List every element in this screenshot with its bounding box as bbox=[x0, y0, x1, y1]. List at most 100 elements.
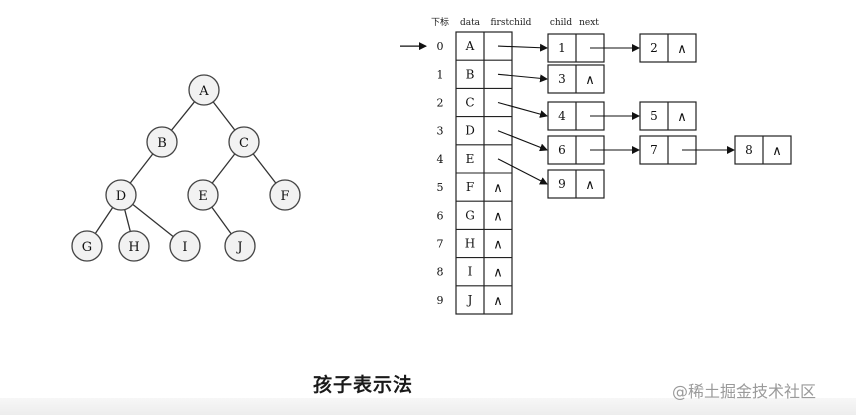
child-node: 3∧ bbox=[547, 64, 605, 94]
row-index: 6 bbox=[437, 209, 444, 222]
row-index: 5 bbox=[437, 181, 444, 194]
table-row: 6 G ∧ bbox=[437, 200, 512, 224]
child-node: 1 bbox=[547, 33, 640, 63]
child-index: 4 bbox=[558, 109, 566, 123]
tree-node-label: J bbox=[235, 240, 242, 255]
tree-node-circle bbox=[187, 179, 219, 211]
tree-node-label: H bbox=[128, 240, 139, 255]
tree-node-circle bbox=[71, 230, 103, 262]
tree-edge-D-H bbox=[124, 209, 131, 232]
header-data: data bbox=[460, 18, 481, 28]
row-index: 0 bbox=[437, 40, 444, 53]
tree-node-circle bbox=[105, 179, 137, 211]
tree-node-circle bbox=[224, 230, 256, 262]
row-data: E bbox=[466, 152, 475, 166]
table-row: 8 I ∧ bbox=[437, 257, 512, 281]
child-index: 2 bbox=[650, 41, 658, 55]
tree-node-circle bbox=[269, 179, 301, 211]
row-data: C bbox=[465, 96, 474, 110]
null-pointer: ∧ bbox=[585, 73, 595, 88]
null-pointer: ∧ bbox=[585, 178, 595, 193]
child-node: 5∧ bbox=[639, 101, 697, 131]
null-pointer: ∧ bbox=[493, 266, 503, 281]
tree-edge-D-I bbox=[132, 203, 174, 238]
row-data: G bbox=[465, 208, 475, 222]
row-data: F bbox=[466, 180, 474, 194]
child-node: 7 bbox=[639, 135, 735, 165]
child-node: 4 bbox=[547, 101, 640, 131]
tree-node-D: D bbox=[105, 179, 137, 211]
child-index: 5 bbox=[650, 109, 658, 123]
null-pointer: ∧ bbox=[493, 238, 503, 253]
firstchild-pointer bbox=[497, 101, 548, 118]
bottom-band bbox=[0, 398, 856, 415]
row-data: D bbox=[465, 124, 475, 138]
tree-node-H: H bbox=[118, 230, 150, 262]
row-data: J bbox=[466, 293, 473, 307]
child-index: 7 bbox=[650, 143, 658, 157]
firstchild-pointer bbox=[497, 158, 548, 185]
tree-edge-C-F bbox=[252, 153, 277, 184]
tree-node-circle bbox=[169, 230, 201, 262]
row-index: 1 bbox=[437, 68, 444, 81]
header-index: 下标 bbox=[431, 16, 449, 28]
tree-node-label: D bbox=[116, 189, 126, 204]
row-index: 4 bbox=[437, 153, 444, 166]
header-next: next bbox=[579, 18, 599, 28]
child-index: 6 bbox=[558, 143, 566, 157]
null-pointer: ∧ bbox=[772, 144, 782, 159]
caption: 孩子表示法 bbox=[313, 374, 414, 396]
child-node: 2∧ bbox=[639, 33, 697, 63]
watermark: @稀土掘金技术社区 bbox=[672, 382, 817, 401]
null-pointer: ∧ bbox=[493, 294, 503, 309]
row-index: 8 bbox=[437, 266, 444, 279]
child-node: 9∧ bbox=[547, 169, 605, 199]
child-index: 1 bbox=[558, 41, 566, 55]
tree-edge-A-B bbox=[170, 101, 196, 131]
child-node: 8∧ bbox=[734, 135, 792, 165]
tree-edge-D-G bbox=[94, 207, 114, 234]
row-data: I bbox=[468, 265, 473, 279]
tree-node-B: B bbox=[146, 126, 178, 158]
firstchild-pointer bbox=[497, 130, 548, 152]
tree-node-circle bbox=[118, 230, 150, 262]
child-index: 3 bbox=[558, 72, 566, 86]
tree-node-circle bbox=[228, 126, 260, 158]
tree-node-C: C bbox=[228, 126, 260, 158]
chain-row-1: 3∧ bbox=[497, 64, 605, 94]
child-node: 6 bbox=[547, 135, 640, 165]
tree-node-label: F bbox=[280, 189, 289, 204]
row-data: A bbox=[465, 39, 475, 53]
tree-node-label: I bbox=[182, 240, 187, 255]
row-index: 3 bbox=[437, 125, 444, 138]
row-data: H bbox=[465, 237, 475, 251]
tree-node-label: G bbox=[82, 240, 92, 255]
tree-node-circle bbox=[146, 126, 178, 158]
row-data: B bbox=[466, 67, 475, 81]
tree-edge-A-C bbox=[212, 101, 236, 131]
firstchild-pointer bbox=[497, 43, 548, 52]
null-pointer: ∧ bbox=[677, 42, 687, 57]
tree-edge-B-D bbox=[129, 153, 154, 184]
row-index: 9 bbox=[437, 294, 444, 307]
child-index: 8 bbox=[745, 143, 753, 157]
tree-edge-E-J bbox=[211, 206, 232, 235]
tree-node-I: I bbox=[169, 230, 201, 262]
firstchild-pointer bbox=[497, 73, 548, 83]
tree-edge-C-E bbox=[211, 153, 236, 184]
row-index: 2 bbox=[437, 97, 444, 110]
null-pointer: ∧ bbox=[493, 209, 503, 224]
tree-node-circle bbox=[188, 74, 220, 106]
tree-node-F: F bbox=[269, 179, 301, 211]
